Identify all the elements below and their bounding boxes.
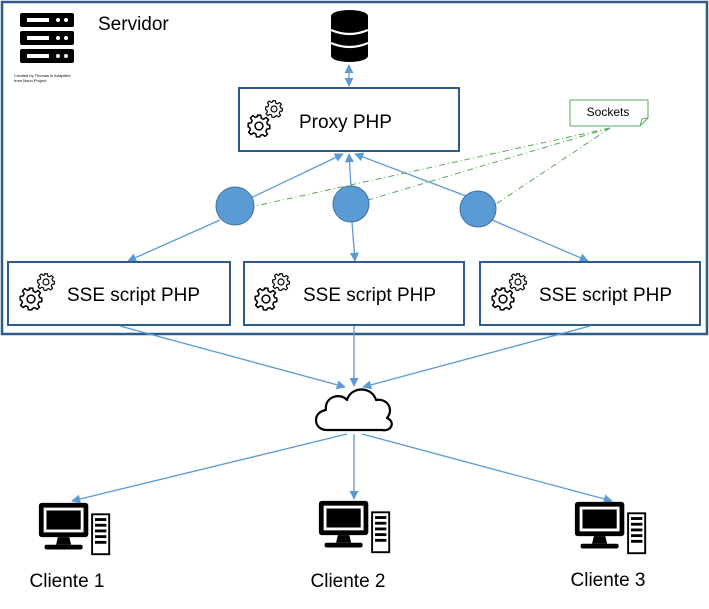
- server-icon-caption-2: from Noun Project: [14, 78, 47, 83]
- sse-script-label-3: SSE script PHP: [539, 285, 672, 306]
- socket-links: [254, 127, 611, 207]
- client-label-1: Cliente 1: [30, 571, 105, 592]
- script1-cloud-arrow: [119, 325, 346, 390]
- sockets-callout: [569, 99, 649, 127]
- client-label-2: Cliente 2: [311, 571, 386, 592]
- database-icon: [330, 10, 369, 62]
- script3-proxy-arrow: [354, 152, 467, 197]
- node3-script3-arrow: [491, 219, 589, 262]
- sse-script-label-1: SSE script PHP: [67, 285, 200, 306]
- sse-script-box-2: [243, 261, 465, 326]
- sse-script-label-2: SSE script PHP: [303, 285, 436, 306]
- socket-node-3: [459, 190, 497, 228]
- socket-node-2: [332, 185, 370, 223]
- client-label-3: Cliente 3: [571, 570, 646, 591]
- server-title: Servidor: [98, 14, 169, 35]
- desktop-computer-icon: [37, 501, 111, 556]
- desktop-computer-icon: [317, 499, 391, 554]
- sse-script-box-3: [479, 261, 701, 326]
- script3-cloud-arrow: [362, 325, 591, 390]
- node1-script1-arrow: [127, 219, 221, 262]
- node2-script2-arrow: [349, 221, 359, 262]
- cloud-icon: [314, 388, 393, 432]
- sse-script-box-1: [7, 261, 231, 326]
- socket-node-1: [215, 186, 255, 226]
- proxy-box: [238, 87, 460, 152]
- server-rack-icon: [20, 13, 74, 63]
- cloud-client1-arrow: [71, 433, 348, 504]
- sockets-label: Sockets: [587, 105, 630, 119]
- server-icon-caption-1: Created by Thomas in Adaptilve: [14, 73, 71, 78]
- proxy-label: Proxy PHP: [299, 112, 392, 133]
- desktop-computer-icon: [573, 500, 647, 555]
- script2-proxy-arrow: [344, 153, 355, 188]
- script1-proxy-arrow: [235, 153, 344, 206]
- cloud-client3-arrow: [361, 433, 613, 504]
